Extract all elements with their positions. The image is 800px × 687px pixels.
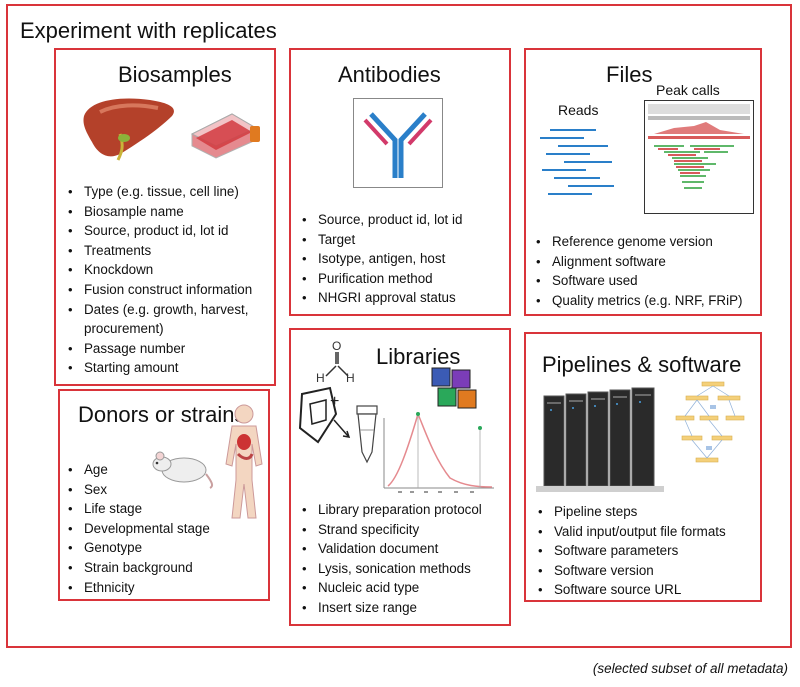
- list-item: Lysis, sonication methods: [300, 559, 482, 579]
- svg-text:O: O: [332, 339, 341, 353]
- list-item: Strain background: [66, 558, 210, 578]
- svg-text:+: +: [330, 393, 339, 410]
- list-item: Pipeline steps: [536, 502, 726, 522]
- list-item: Source, product id, lot id: [66, 221, 252, 241]
- biosamples-title: Biosamples: [118, 62, 232, 87]
- reads-label: Reads: [558, 102, 599, 118]
- human-body-icon: [225, 404, 263, 519]
- list-item: Purification method: [300, 269, 462, 289]
- list-item: Software source URL: [536, 580, 726, 600]
- list-item: Source, product id, lot id: [300, 210, 462, 230]
- list-item: Strand specificity: [300, 520, 482, 540]
- files-title: Files: [606, 62, 653, 87]
- antibody-icon: [353, 98, 443, 188]
- antibodies-title: Antibodies: [338, 62, 441, 87]
- footnote: (selected subset of all metadata): [592, 661, 788, 676]
- list-item: Passage number: [66, 339, 252, 359]
- reads-icon: [540, 129, 614, 195]
- cell-flask-icon: [190, 113, 260, 159]
- list-item: Reference genome version: [534, 232, 742, 252]
- peak-calls-label: Peak calls: [656, 82, 720, 98]
- donors-title: Donors or strains: [78, 402, 246, 427]
- formaldehyde-icon: O H H: [316, 339, 355, 385]
- cell-icon: +: [298, 386, 351, 444]
- list-item: Genotype: [66, 538, 210, 558]
- list-item: Validation document: [300, 539, 482, 559]
- server-rack-icon: [536, 387, 664, 492]
- pipelines-title: Pipelines & software: [542, 352, 742, 377]
- list-item: Insert size range: [300, 598, 482, 618]
- svg-text:H: H: [316, 371, 325, 385]
- flowchart-icon: [675, 381, 745, 463]
- list-item: Target: [300, 230, 462, 250]
- experiment-frame: [6, 4, 792, 648]
- list-item: Age: [66, 460, 210, 480]
- list-item: Treatments: [66, 241, 252, 261]
- list-item: procurement): [84, 321, 164, 337]
- libraries-list: Library preparation protocol Strand spec…: [300, 500, 482, 618]
- list-item: Knockdown: [66, 260, 252, 280]
- donors-list: Age Sex Life stage Developmental stage G…: [66, 460, 210, 597]
- list-item: Valid input/output file formats: [536, 522, 726, 542]
- gel-images-icon: [431, 367, 477, 409]
- antibodies-list: Source, product id, lot id Target Isotyp…: [300, 210, 462, 308]
- list-item: Isotype, antigen, host: [300, 249, 462, 269]
- list-item: Type (e.g. tissue, cell line): [66, 182, 252, 202]
- list-item: Dates (e.g. growth, harvest,: [66, 300, 252, 320]
- list-item: Life stage: [66, 499, 210, 519]
- list-item: Fusion construct information: [66, 280, 252, 300]
- experiment-title: Experiment with replicates: [20, 18, 277, 43]
- biosamples-list: Type (e.g. tissue, cell line) Biosample …: [66, 182, 252, 378]
- list-item: Software version: [536, 561, 726, 581]
- svg-text:H: H: [346, 371, 355, 385]
- list-item: Nucleic acid type: [300, 578, 482, 598]
- list-item: Biosample name: [66, 202, 252, 222]
- list-item: Alignment software: [534, 252, 742, 272]
- list-item: Sex: [66, 480, 210, 500]
- list-item: Software used: [534, 271, 742, 291]
- list-item: NHGRI approval status: [300, 288, 462, 308]
- list-item: Library preparation protocol: [300, 500, 482, 520]
- libraries-title: Libraries: [376, 344, 461, 369]
- list-item: Software parameters: [536, 541, 726, 561]
- list-item: Developmental stage: [66, 519, 210, 539]
- genome-browser-icon: [644, 100, 754, 214]
- files-list: Reference genome version Alignment softw…: [534, 232, 742, 310]
- list-item: Quality metrics (e.g. NRF, FRiP): [534, 291, 742, 311]
- pipelines-list: Pipeline steps Valid input/output file f…: [536, 502, 726, 600]
- size-distribution-icon: [383, 411, 494, 493]
- list-item: Starting amount: [66, 358, 252, 378]
- tube-icon: [356, 405, 378, 464]
- list-item: Ethnicity: [66, 578, 210, 598]
- liver-icon: [83, 98, 174, 161]
